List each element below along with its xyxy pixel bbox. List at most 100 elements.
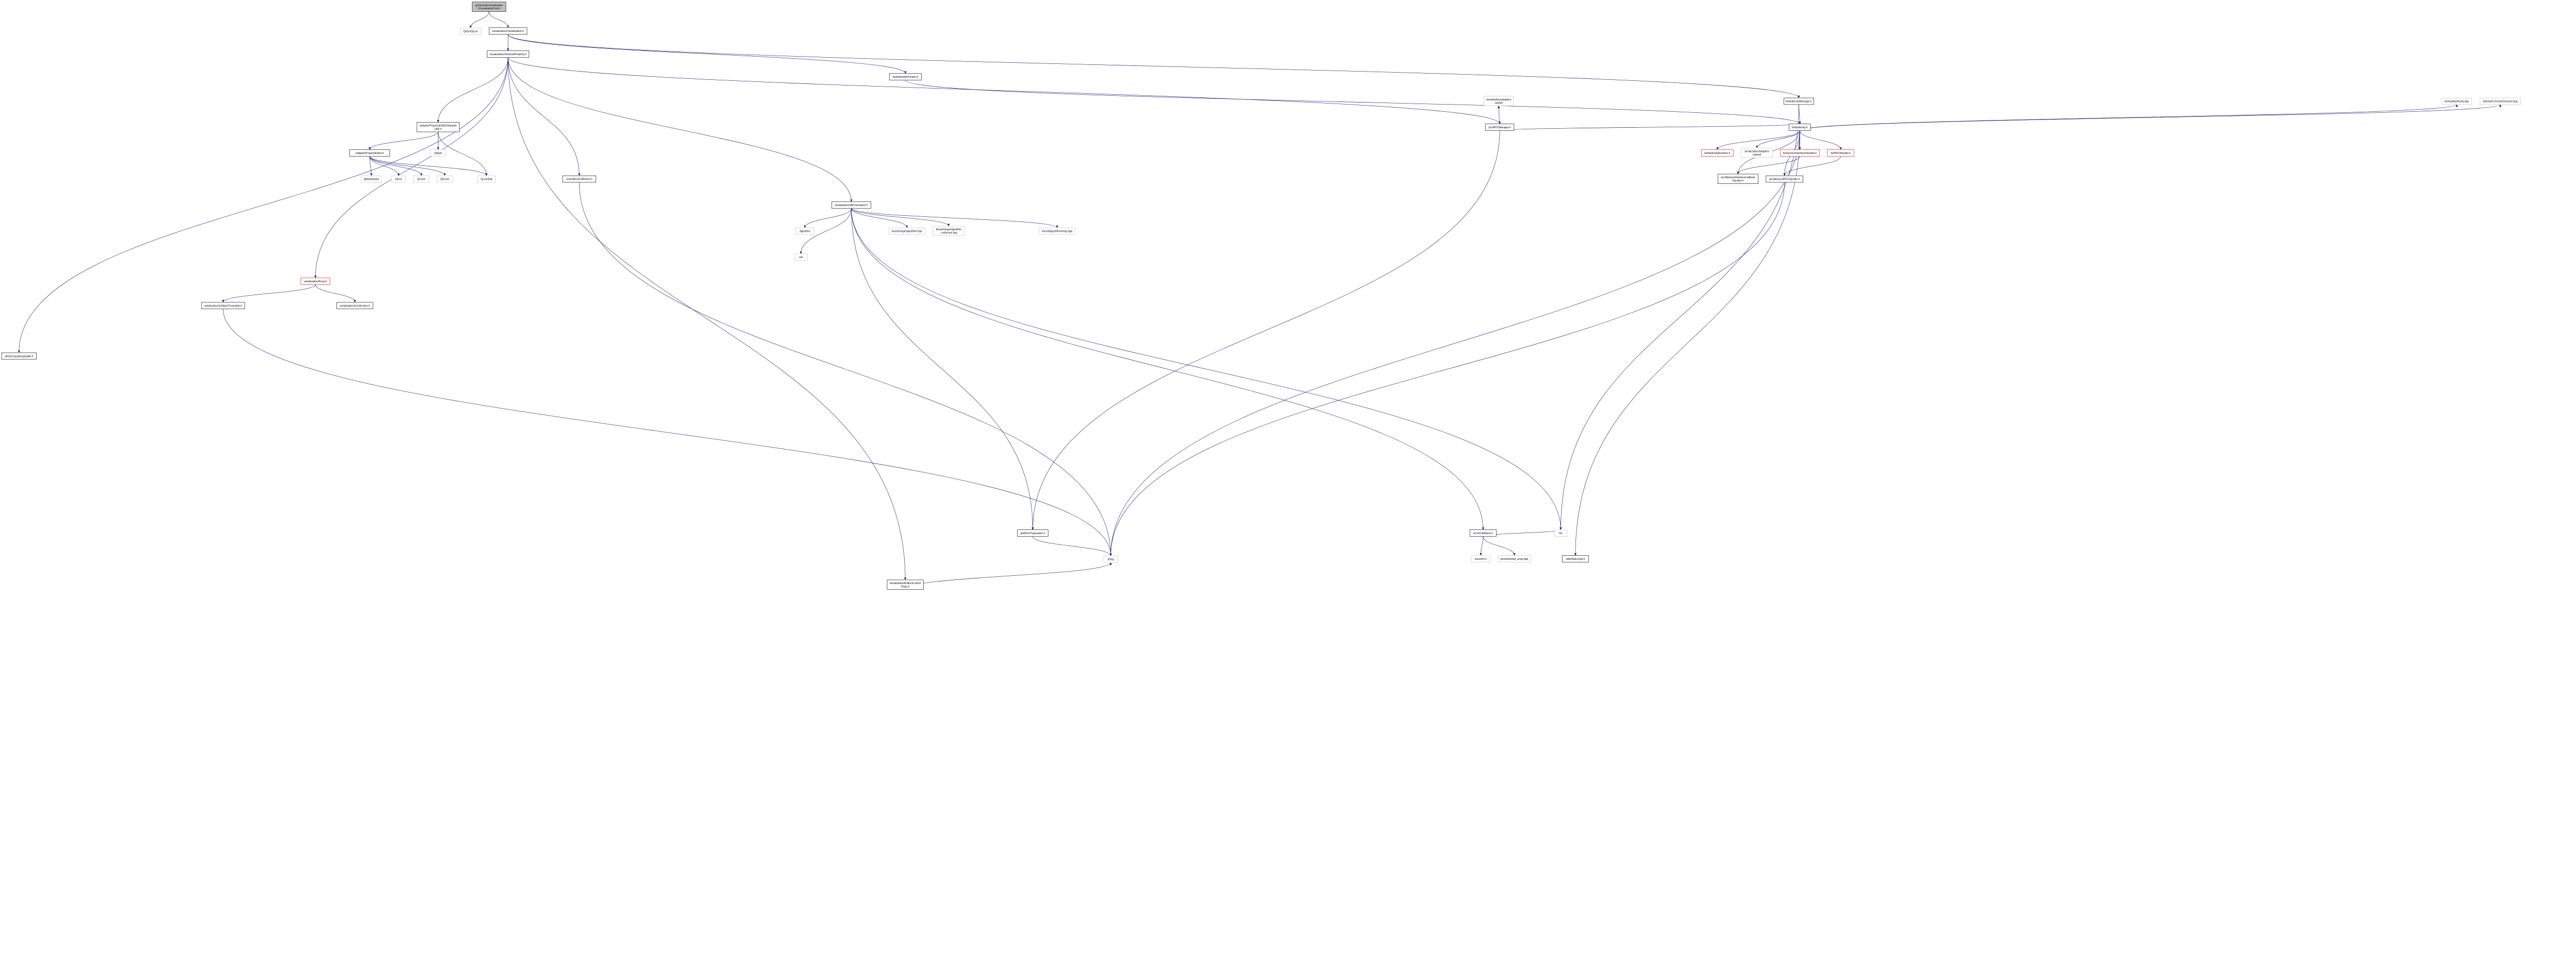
- node-fw-rpchandler-h[interactable]: fw/RPCHandler.h: [1827, 149, 1855, 157]
- node-serialization-adapters-std-list[interactable]: serialization/adapters/std/list: [1484, 96, 1514, 106]
- node-box: [349, 149, 390, 157]
- node-label: boost/range/algorithm: [936, 228, 961, 231]
- dependency-edge: [507, 57, 853, 202]
- node-label: serialization/Array.h: [304, 280, 327, 283]
- dependency-edge: [507, 57, 907, 580]
- node-box: [1789, 124, 1811, 131]
- node-qicon[interactable]: QIcon: [391, 175, 406, 183]
- dependency-edge: [1574, 130, 1800, 556]
- dependency-edge: [1716, 130, 1800, 150]
- node-label: serialization/XMLSerializer.h: [835, 204, 868, 207]
- node-list[interactable]: list: [1554, 529, 1568, 537]
- dependency-edge: [851, 208, 1034, 530]
- node-box: [300, 278, 331, 285]
- node-boost-algorithm-string-hpp[interactable]: boost/algorithm/string.hpp: [1039, 228, 1076, 235]
- dependency-edge: [223, 308, 1112, 556]
- node-fw-authorityprovider-h[interactable]: fw/AuthorityProvider.h: [889, 73, 922, 80]
- node-qmodelindex[interactable]: QModelIndex: [361, 175, 382, 183]
- node-rpc-abstractrpchandler-h[interactable]: rpc/AbstractRPCHandler.h: [1766, 175, 1803, 183]
- node-string[interactable]: string: [1104, 555, 1118, 563]
- node-execinfo-h[interactable]: execinfo.h: [1471, 555, 1490, 562]
- node-label: xml/XMLDomReflect.h: [566, 178, 592, 181]
- node-label: rpc/AbstractInterfaceCallback: [1721, 176, 1755, 179]
- node-label: QIcon: [395, 178, 402, 181]
- node-xml-xmldomreflect-h[interactable]: xml/XMLDomReflect.h: [562, 175, 597, 183]
- dependency-edge: [368, 131, 438, 150]
- node-visualization-visualization-h[interactable]: visualization/Visualization.h: [488, 27, 528, 35]
- node-rpc-rpcmanager-h[interactable]: rpc/RPCManager.h: [1485, 124, 1515, 131]
- node-label: platform/Typename.h: [1021, 532, 1045, 535]
- node-label: utils/NoExcept.h: [1566, 558, 1585, 561]
- node-label: serialization/IsObjectTrackable.h: [204, 304, 242, 307]
- node-set[interactable]: set: [794, 253, 808, 261]
- node-label: utils/IsCopyAssignable.h: [5, 355, 33, 358]
- node-utils-iscopyassignable-h[interactable]: utils/IsCopyAssignable.h: [1, 352, 37, 360]
- node-fw-serviceinterfacehandler-h[interactable]: fw/ServiceInterfaceHandler.h: [1780, 149, 1820, 157]
- dependency-edge: [507, 57, 1501, 124]
- node-label: /VisualizationTool.h: [478, 7, 500, 10]
- node-widgets-propertyeditor-h[interactable]: widgets/PropertyEditor.h: [349, 149, 390, 157]
- node-box: [488, 27, 528, 35]
- node-error-callstack-h[interactable]: error/CallStack.h: [1469, 529, 1497, 537]
- node-algorithm[interactable]: algorithm: [795, 228, 815, 235]
- node-fw-impl-authority-hpp[interactable]: fw/impl/Authority.hpp: [2442, 97, 2472, 105]
- node-qtgui-qicon[interactable]: QtGui/QIcon: [460, 28, 482, 35]
- node-box: [794, 253, 808, 261]
- node-qlineedit[interactable]: QLineEdit: [477, 175, 496, 183]
- node-box: [795, 228, 815, 235]
- node-box: [1554, 529, 1568, 537]
- node-serialization-iscollection-h[interactable]: serialization/IsCollection.h: [336, 302, 374, 310]
- node-box: [391, 175, 406, 183]
- node-visualization-channelproperty-h[interactable]: visualization/ChannelProperty.h: [487, 50, 530, 58]
- node-box: [1, 352, 37, 360]
- node-label: Utils.h: [434, 128, 442, 131]
- node-boost-range-algorithm-hpp[interactable]: boost/range/algorithm.hpp: [888, 228, 925, 235]
- node-label: visualization/ChannelProperty.h: [489, 53, 527, 56]
- node-label: QLineEdit: [481, 178, 493, 181]
- node-gui-include-visualization-visualizationtool-h[interactable]: gui/include/visualization/VisualizationT…: [472, 2, 506, 12]
- dependency-edge: [438, 132, 488, 176]
- dependency-edge: [1499, 124, 1801, 131]
- dependency-edge: [1783, 156, 1841, 176]
- dependency-edge: [1756, 130, 1800, 148]
- node-utils-noexcept-h[interactable]: utils/NoExcept.h: [1562, 555, 1589, 562]
- node-serialization-array-h[interactable]: serialization/Array.h: [300, 278, 331, 285]
- node-qcolor[interactable]: QColor: [413, 175, 430, 183]
- dependency-edge: [369, 156, 488, 176]
- node-label: boost/shared_array.hpp: [1501, 558, 1529, 561]
- node-boost-shared-array-hpp[interactable]: boost/shared_array.hpp: [1498, 555, 1531, 562]
- node-box: [889, 73, 922, 80]
- node-fw-impl-concretechannel-hpp[interactable]: fw/impl/ConcreteChannel.hpp: [2480, 97, 2521, 105]
- node-box: [1718, 174, 1758, 184]
- dependency-edge: [369, 156, 400, 176]
- node-box: [832, 201, 871, 209]
- node-serialization-isobjecttrackable-h[interactable]: serialization/IsObjectTrackable.h: [201, 302, 245, 310]
- node-fw-authorityruntime-h[interactable]: fw/AuthorityRuntime.h: [1701, 149, 1734, 157]
- node-fw-authoritymanager-h[interactable]: fw/AuthorityManager.h: [1784, 97, 1814, 105]
- node-boost-range-algorithm-ext-erase-hpp[interactable]: boost/range/algorithm_ext/erase.hpp: [933, 226, 965, 236]
- node-box: [1741, 148, 1773, 158]
- dependency-edge: [222, 284, 316, 303]
- node-qstyle[interactable]: QStyle: [430, 149, 446, 157]
- node-serialization-adapters-std-set[interactable]: serialization/adapters/std/set: [1741, 148, 1773, 158]
- node-fw-authority-h[interactable]: fw/Authority.h: [1789, 124, 1811, 131]
- dependency-edge: [18, 57, 509, 353]
- dependency-edge: [1479, 536, 1483, 556]
- dependency-edge: [507, 34, 907, 74]
- dependency-edge: [315, 284, 356, 303]
- node-label: string: [1108, 558, 1114, 561]
- edges-layer: [18, 11, 2502, 590]
- node-box: [472, 2, 506, 12]
- node-platform-typename-h[interactable]: platform/Typename.h: [1017, 529, 1048, 537]
- dependency-edge: [1800, 104, 2502, 131]
- node-qevent[interactable]: QEvent: [436, 175, 453, 183]
- node-serialization-xmlserializer-h[interactable]: serialization/XMLSerializer.h: [832, 201, 871, 209]
- dependency-edge: [1109, 130, 1800, 556]
- node-label: serialization/ReflectControl: [890, 582, 921, 585]
- node-box: [413, 175, 430, 183]
- dependency-edge: [851, 208, 1562, 530]
- node-label: fw/RPCHandler.h: [1831, 152, 1851, 155]
